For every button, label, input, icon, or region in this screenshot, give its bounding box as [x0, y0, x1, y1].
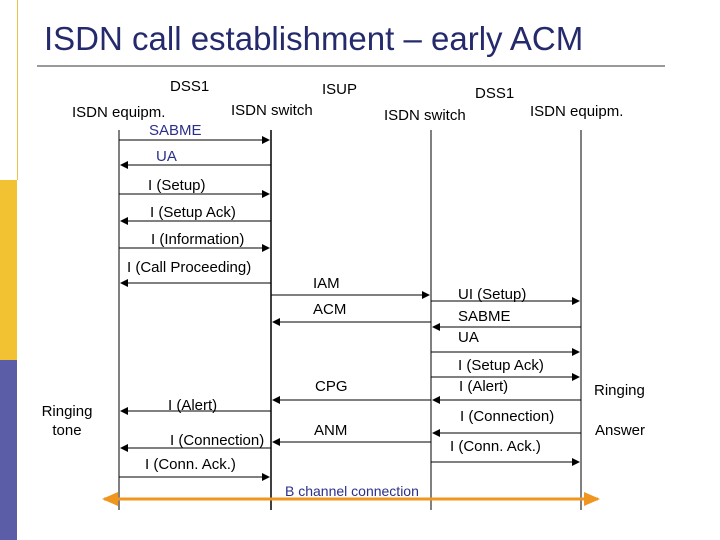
accent-bar-bottom: [0, 360, 17, 540]
label-i-alert-left: I (Alert): [168, 397, 218, 414]
label-acm: ACM: [313, 301, 347, 318]
label-i-conn-ack-left: I (Conn. Ack.): [145, 456, 236, 473]
label-ui-setup: UI (Setup): [458, 286, 527, 303]
label-i-setup: I (Setup): [148, 177, 206, 194]
label-b-channel: B channel connection: [285, 483, 419, 499]
header-isdn-switch-left: ISDN switch: [231, 102, 313, 119]
label-ua: UA: [156, 148, 177, 165]
label-iam: IAM: [313, 275, 340, 292]
label-i-alert-right: I (Alert): [459, 378, 509, 395]
note-ringing-tone: Ringing tone: [41, 403, 93, 439]
label-i-conn-ack-right: I (Conn. Ack.): [450, 438, 541, 455]
header-isdn-switch-right: ISDN switch: [384, 107, 466, 124]
slide-title: ISDN call establishment – early ACM: [44, 20, 584, 57]
label-i-setup-ack: I (Setup Ack): [150, 204, 236, 221]
note-ringing: Ringing: [594, 382, 645, 399]
label-sabme: SABME: [149, 122, 202, 139]
label-anm: ANM: [314, 422, 348, 439]
label-sabme-right: SABME: [458, 308, 511, 325]
title-underline: [37, 65, 665, 67]
label-i-connection-left: I (Connection): [170, 432, 265, 449]
label-ua-right: UA: [458, 329, 479, 346]
label-cpg: CPG: [315, 378, 348, 395]
header-isdn-equipm-left: ISDN equipm.: [72, 104, 166, 121]
header-isup: ISUP: [322, 81, 358, 98]
label-i-setup-ack-right: I (Setup Ack): [458, 357, 544, 374]
accent-bar-top: [0, 0, 18, 180]
header-isdn-equipm-right: ISDN equipm.: [530, 103, 624, 120]
label-i-connection-right: I (Connection): [460, 408, 555, 425]
label-i-information: I (Information): [151, 231, 245, 248]
header-dss1-left: DSS1: [170, 78, 210, 95]
accent-bar-middle: [0, 180, 17, 360]
note-answer: Answer: [595, 422, 646, 439]
label-i-call-proceeding: I (Call Proceeding): [127, 259, 252, 276]
header-dss1-right: DSS1: [475, 85, 515, 102]
